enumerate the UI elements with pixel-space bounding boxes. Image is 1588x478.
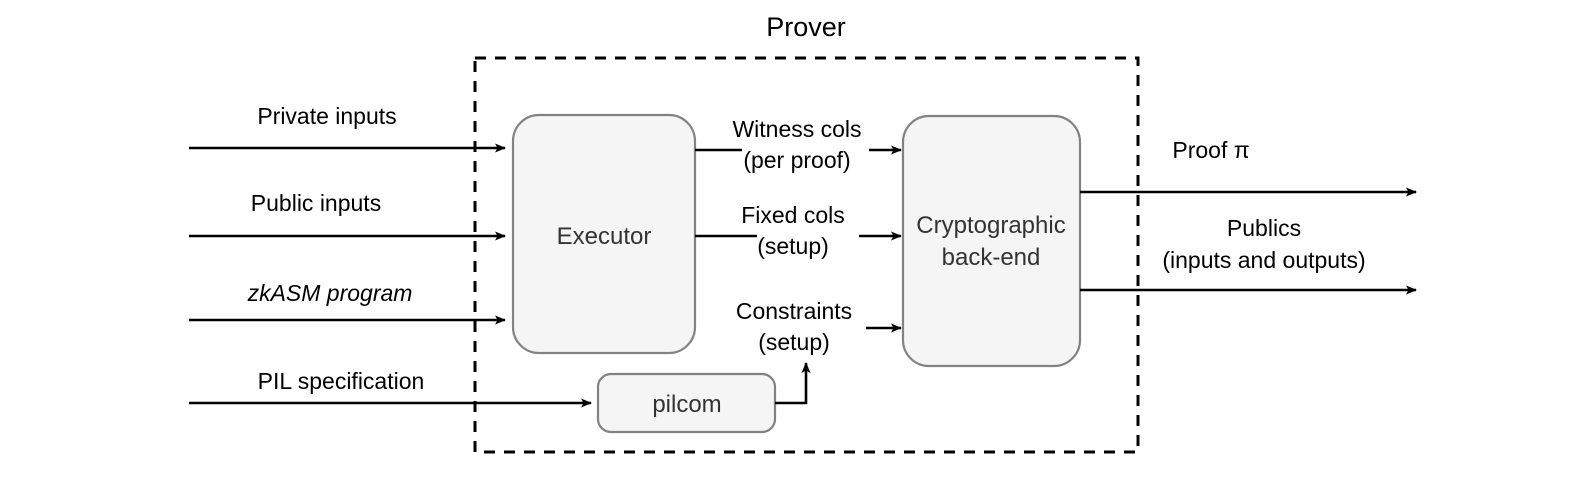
label-fixed-cols-line2: (setup) [757, 233, 829, 259]
label-proof: Proof π [1172, 137, 1249, 163]
node-crypto-backend-label-line2: back-end [942, 244, 1041, 271]
label-pil-specification: PIL specification [258, 368, 425, 394]
prover-boundary-box [473, 56, 1140, 454]
node-crypto-backend-label-line1: Cryptographic [916, 212, 1065, 239]
label-public-inputs: Public inputs [251, 190, 381, 216]
node-crypto-backend[interactable] [901, 114, 1082, 368]
label-constraints-line1: Constraints [736, 298, 852, 324]
node-executor[interactable] [511, 113, 697, 355]
arrow-pilcom-to-constraints [775, 362, 811, 405]
node-pilcom-label: pilcom [652, 391, 721, 418]
label-witness-cols-line1: Witness cols [732, 116, 861, 142]
label-witness-cols-line2: (per proof) [743, 147, 850, 173]
label-private-inputs: Private inputs [257, 103, 396, 129]
page-title: Prover [766, 12, 846, 42]
label-publics-line1: Publics [1227, 215, 1301, 241]
label-zkasm-program: zkASM program [247, 280, 413, 306]
label-constraints-line2: (setup) [758, 329, 830, 355]
label-publics-line2: (inputs and outputs) [1162, 247, 1365, 273]
node-executor-label: Executor [557, 223, 652, 250]
label-fixed-cols-line1: Fixed cols [741, 202, 845, 228]
